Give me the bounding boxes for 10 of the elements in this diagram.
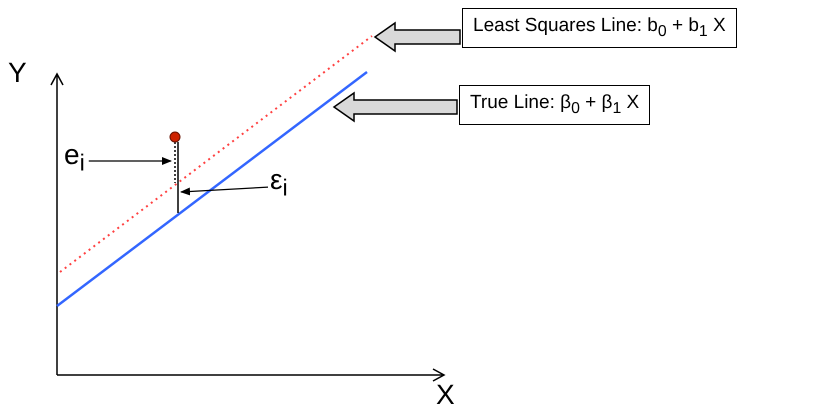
block-arrow <box>332 92 458 122</box>
callout-box: Least Squares Line: b$_{0}$ + b$_{1}$ X <box>462 8 737 48</box>
error-label: ε$_{i}$ <box>270 165 288 202</box>
arrow <box>180 186 268 196</box>
residual-label: e$_{i}$ <box>64 140 85 176</box>
axis-label: Y <box>8 58 27 89</box>
block-arrow <box>374 22 461 52</box>
callout-box: True Line: β$_{0}$ + β$_{1}$ X <box>459 85 650 125</box>
axis-label: X <box>436 380 455 411</box>
arrow <box>88 157 172 165</box>
